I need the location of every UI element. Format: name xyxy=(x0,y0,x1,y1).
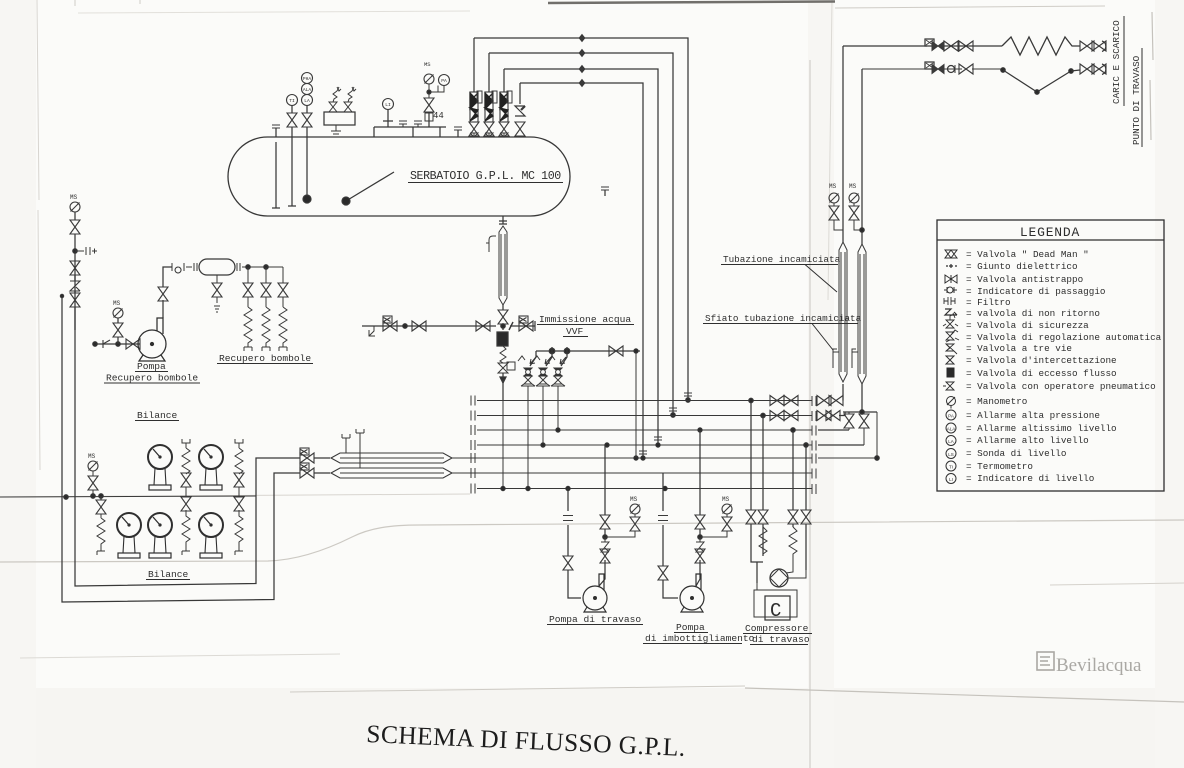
svg-text:MS: MS xyxy=(630,496,638,503)
svg-text:= Valvola di sicurezza: = Valvola di sicurezza xyxy=(966,320,1089,331)
svg-text:PA: PA xyxy=(948,414,954,419)
svg-text:Bilance: Bilance xyxy=(137,410,178,421)
svg-text:PA: PA xyxy=(441,78,447,84)
svg-text:ALA: ALA xyxy=(303,87,312,93)
svg-text:Sfiato tubazione incamiciata: Sfiato tubazione incamiciata xyxy=(705,313,862,324)
svg-text:TI: TI xyxy=(289,98,295,104)
svg-text:Bevilacqua: Bevilacqua xyxy=(1056,655,1142,676)
svg-text:Pompa: Pompa xyxy=(676,622,705,633)
svg-text:MS: MS xyxy=(829,183,837,190)
svg-text:LA: LA xyxy=(948,439,954,444)
svg-text:Pompa: Pompa xyxy=(137,361,166,372)
svg-text:= Manometro: = Manometro xyxy=(966,396,1027,407)
svg-text:PUNTO DI TRAVASO: PUNTO DI TRAVASO xyxy=(1131,55,1142,145)
svg-text:= Sonda di livello: = Sonda di livello xyxy=(966,448,1066,459)
svg-text:= Filtro: = Filtro xyxy=(966,297,1011,308)
svg-text:VVF: VVF xyxy=(566,326,584,337)
svg-text:Immissione acqua: Immissione acqua xyxy=(539,314,631,325)
svg-text:C: C xyxy=(770,600,781,622)
svg-text:= Allarme altissimo livello: = Allarme altissimo livello xyxy=(966,423,1117,434)
svg-text:MS: MS xyxy=(849,183,857,190)
svg-text:44: 44 xyxy=(433,111,444,121)
svg-text:LI: LI xyxy=(385,102,391,108)
svg-text:= Valvola a tre vie: = Valvola a tre vie xyxy=(966,343,1072,354)
svg-text:MS: MS xyxy=(424,61,431,68)
svg-text:= Allarme alto livello: = Allarme alto livello xyxy=(966,435,1089,446)
svg-text:= Indicatore di passaggio: = Indicatore di passaggio xyxy=(966,286,1105,297)
svg-text:= valvola di non ritorno: = valvola di non ritorno xyxy=(966,308,1100,319)
svg-text:LA: LA xyxy=(304,98,310,104)
svg-text:di travaso: di travaso xyxy=(752,634,810,645)
svg-text:= Termometro: = Termometro xyxy=(966,461,1033,472)
svg-text:MS: MS xyxy=(113,300,121,307)
svg-text:LI: LI xyxy=(949,477,953,482)
svg-text:TI: TI xyxy=(949,465,953,470)
svg-text:= Valvola di regolazione autom: = Valvola di regolazione automatica xyxy=(966,332,1162,343)
svg-text:Recupero bombole: Recupero bombole xyxy=(106,373,198,384)
svg-text:LS: LS xyxy=(948,452,954,457)
svg-text:MS: MS xyxy=(722,496,730,503)
svg-text:MS: MS xyxy=(70,194,78,201)
svg-text:ALA: ALA xyxy=(947,427,956,432)
svg-text:= Allarme alta pressione: = Allarme alta pressione xyxy=(966,410,1100,421)
svg-text:Bilance: Bilance xyxy=(148,569,189,580)
svg-text:LEGENDA: LEGENDA xyxy=(1020,225,1080,240)
svg-text:PHA: PHA xyxy=(303,76,312,82)
svg-text:Recupero bombole: Recupero bombole xyxy=(219,353,311,364)
svg-text:CARIC E SCARICO: CARIC E SCARICO xyxy=(1111,20,1122,104)
svg-text:= Valvola con operatore pneuma: = Valvola con operatore pneumatico xyxy=(966,381,1156,392)
svg-text:di imbottigliamento: di imbottigliamento xyxy=(645,633,755,644)
svg-text:= Valvola d'intercettazione: = Valvola d'intercettazione xyxy=(966,355,1117,366)
svg-text:= Valvola " Dead Man ": = Valvola " Dead Man " xyxy=(966,249,1089,260)
svg-text:Tubazione incamiciata: Tubazione incamiciata xyxy=(723,254,841,265)
svg-text:MS: MS xyxy=(88,453,96,460)
svg-text:= Indicatore di livello: = Indicatore di livello xyxy=(966,473,1094,484)
svg-text:= Valvola antistrappo: = Valvola antistrappo xyxy=(966,274,1083,285)
svg-text:= Giunto dielettrico: = Giunto dielettrico xyxy=(966,261,1078,272)
svg-text:SERBATOIO G.P.L. MC 100: SERBATOIO G.P.L. MC 100 xyxy=(410,170,561,183)
svg-text:Compressore: Compressore xyxy=(745,623,809,634)
svg-text:Pompa di travaso: Pompa di travaso xyxy=(549,614,641,625)
svg-text:= Valvola di eccesso flusso: = Valvola di eccesso flusso xyxy=(966,368,1117,379)
